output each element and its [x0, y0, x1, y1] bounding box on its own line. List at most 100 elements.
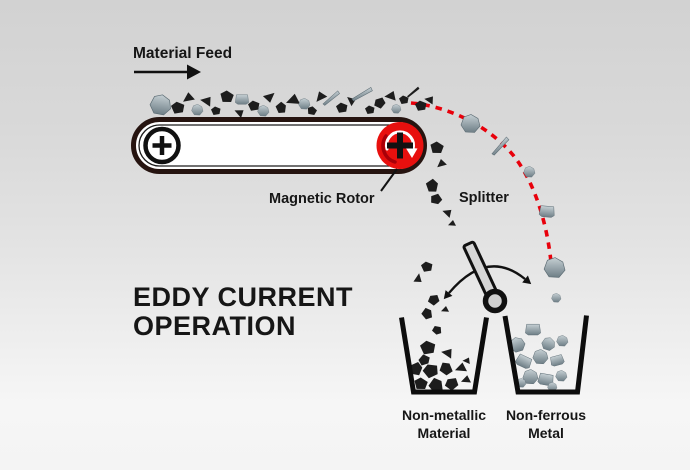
- particle: [541, 337, 555, 351]
- bin-left: [399, 317, 489, 395]
- particle: [532, 349, 549, 365]
- particle: [421, 261, 433, 272]
- particle: [461, 375, 471, 383]
- particle: [183, 92, 195, 102]
- idler-roller: [143, 126, 181, 165]
- bin-right-contents: [510, 323, 569, 392]
- bin-left-label-line2: Material: [418, 425, 471, 441]
- particle: [444, 378, 459, 391]
- arrow-right-icon: [134, 64, 201, 80]
- ejection-trajectory: [410, 101, 553, 263]
- particle: [430, 141, 444, 153]
- particle: [421, 307, 433, 320]
- particle: [286, 93, 300, 104]
- particle: [149, 94, 171, 116]
- particle: [399, 95, 409, 104]
- magnetic-rotor: [376, 122, 424, 169]
- particle: [257, 105, 270, 117]
- splitter-device: [443, 240, 532, 314]
- particle: [406, 86, 420, 98]
- particle: [462, 357, 470, 364]
- particle: [455, 362, 467, 372]
- particle: [543, 257, 566, 278]
- page-title-line1: EDDY CURRENT: [133, 282, 353, 312]
- particle: [437, 159, 447, 168]
- particle: [307, 106, 317, 116]
- rotor-shade-arc: [381, 134, 397, 164]
- particle: [248, 100, 260, 111]
- particle: [220, 90, 234, 102]
- particle: [235, 94, 249, 105]
- particle: [415, 100, 427, 111]
- ejected-nonferrous: [460, 114, 566, 303]
- magnetic-rotor-label: Magnetic Rotor: [269, 191, 375, 207]
- particle: [171, 101, 185, 114]
- page-title-line2: OPERATION: [133, 311, 296, 341]
- swing-arrow-head-right: [522, 275, 532, 285]
- particle: [200, 96, 211, 107]
- particle: [316, 91, 328, 102]
- particle: [351, 87, 373, 102]
- rotation-arrow-arc: [385, 130, 415, 151]
- particle: [425, 178, 438, 192]
- particle: [298, 98, 311, 110]
- particle: [441, 348, 452, 359]
- plus-icon: [387, 132, 413, 159]
- particle: [336, 102, 348, 113]
- particle: [413, 273, 422, 282]
- particle: [427, 294, 440, 306]
- rotation-arrow-icon: [385, 130, 418, 158]
- swing-arrow-arc: [448, 265, 526, 294]
- magnetic-rotor-pointer-line: [380, 168, 398, 192]
- particle: [422, 364, 438, 379]
- particle: [428, 377, 443, 394]
- feed-arrow-head: [187, 64, 201, 80]
- particle: [551, 293, 562, 303]
- particle: [262, 92, 275, 103]
- particle: [275, 101, 286, 113]
- bin-right-label-line2: Metal: [528, 425, 564, 441]
- falling-nonmetallic: [425, 141, 456, 226]
- bin-left-label-line1: Non-metallic: [402, 407, 486, 423]
- particle: [365, 105, 375, 114]
- particle: [432, 325, 442, 335]
- splitter-label: Splitter: [459, 190, 509, 206]
- particle: [460, 114, 481, 133]
- particle: [522, 369, 539, 385]
- splitter-left-falling: [413, 261, 449, 335]
- bin-right-label-line1: Non-ferrous: [506, 407, 586, 423]
- particle: [442, 209, 452, 218]
- particle: [555, 370, 568, 382]
- particle: [439, 362, 453, 376]
- particle: [538, 205, 555, 218]
- particle: [374, 97, 386, 109]
- particle: [234, 110, 244, 119]
- particle: [191, 104, 204, 116]
- particle: [431, 193, 443, 205]
- bin-right: [502, 315, 589, 395]
- particle: [410, 362, 423, 376]
- particle: [556, 335, 569, 347]
- rotation-arrow-head: [405, 147, 418, 158]
- particle: [420, 340, 436, 355]
- particle: [448, 220, 456, 226]
- particle: [322, 90, 340, 106]
- splitter-pivot: [482, 288, 508, 314]
- material-feed-label: Material Feed: [133, 45, 232, 62]
- particle: [515, 353, 533, 369]
- particle: [384, 91, 396, 101]
- conveyor-belt: [131, 117, 427, 174]
- bin-left-contents: [410, 340, 471, 394]
- particle: [525, 323, 541, 336]
- plus-icon: [152, 136, 172, 155]
- particle: [550, 354, 565, 367]
- splitter-swing-arrow-icon: [443, 265, 532, 300]
- particle: [441, 306, 449, 312]
- swing-arrow-head-left: [443, 290, 453, 300]
- particle: [523, 166, 536, 178]
- particle: [391, 104, 402, 114]
- particle: [418, 354, 430, 366]
- belt-material: [149, 86, 433, 119]
